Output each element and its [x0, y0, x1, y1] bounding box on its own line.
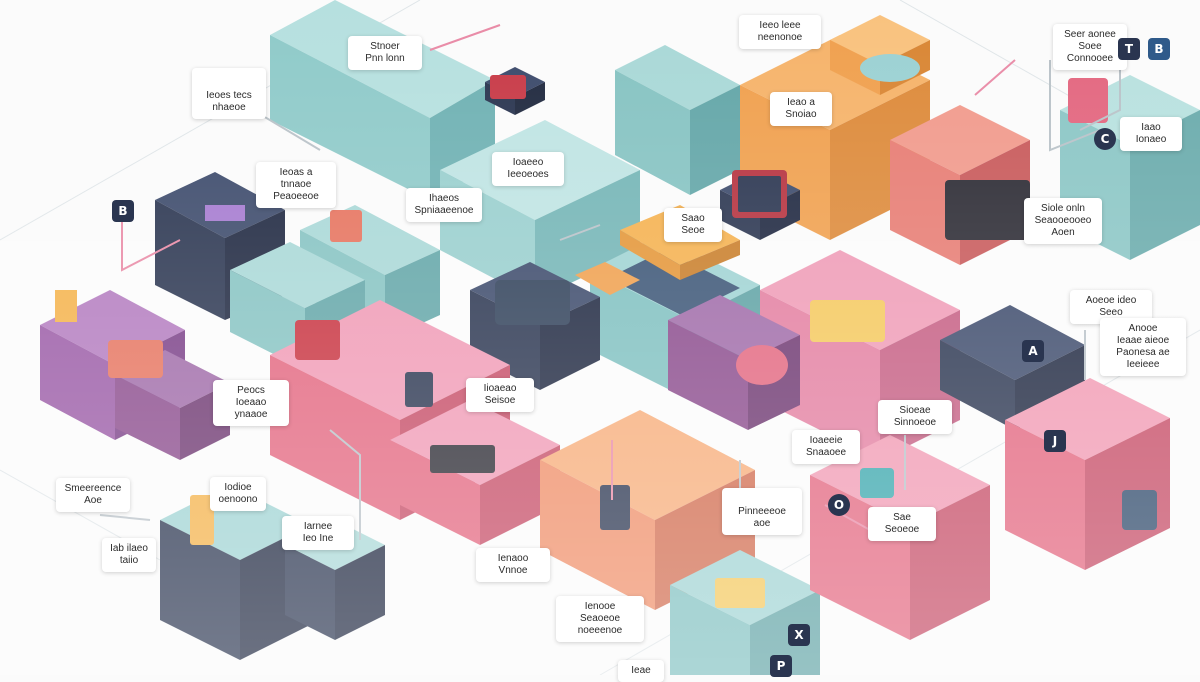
callout-label: Anooe Ieaae aieoe Paonesa ae Ieeieee: [1100, 318, 1186, 376]
callout-label: Iaao Ionaeo: [1120, 117, 1182, 151]
callout-label: Peocs Ioeaao ynaaoe: [213, 380, 289, 426]
callout-label: Iodioe oenoono: [210, 477, 266, 511]
callout-label: Saao Seoe: [664, 208, 722, 242]
callout-label: Ihaeos Spniaaeenoe: [406, 188, 482, 222]
callout-label: Ienaoo Vnnoe: [476, 548, 550, 582]
callout-label: Smeereence Aoe: [56, 478, 130, 512]
letter-tag: A: [1022, 340, 1044, 362]
letter-tag: T: [1118, 38, 1140, 60]
letter-tag: J: [1044, 430, 1066, 452]
callout-label: Ioaeeo Ieeoeoes: [492, 152, 564, 186]
letter-tag: X: [788, 624, 810, 646]
letter-tag: C: [1094, 128, 1116, 150]
letter-tag: B: [112, 200, 134, 222]
callout-label: Pinneeeoe aoe: [722, 488, 802, 535]
callout-label: Ieoes tecs nhaeoe: [192, 68, 266, 119]
callout-label: Iioaeao Seisoe: [466, 378, 534, 412]
callout-label: Sae Seoeoe: [868, 507, 936, 541]
callout-label: Ieae: [618, 660, 664, 682]
letter-tag: B: [1148, 38, 1170, 60]
callout-label: Ieoas a tnnaoe Peaoeeoe: [256, 162, 336, 208]
letter-tag: P: [770, 655, 792, 677]
callout-label: Ieeo leee neenonoe: [739, 15, 821, 49]
callout-label: Siole onln Seaooeooeo Aoen: [1024, 198, 1102, 244]
callout-label: Seer aonee Soee Connooee: [1053, 24, 1127, 70]
callout-label: Sioeae Sinnoeoe: [878, 400, 952, 434]
callout-label: Ienooe Seaoeoe noeeenoe: [556, 596, 644, 642]
letter-tag: O: [828, 494, 850, 516]
callout-label: Ioaeeie Snaaoee: [792, 430, 860, 464]
callout-label: Stnoer Pnn lonn: [348, 36, 422, 70]
callout-label: Ieao a Snoiao: [770, 92, 832, 126]
callout-label: Iarnee Ieo Ine: [282, 516, 354, 550]
callout-label: Iab ilaeo taiio: [102, 538, 156, 572]
